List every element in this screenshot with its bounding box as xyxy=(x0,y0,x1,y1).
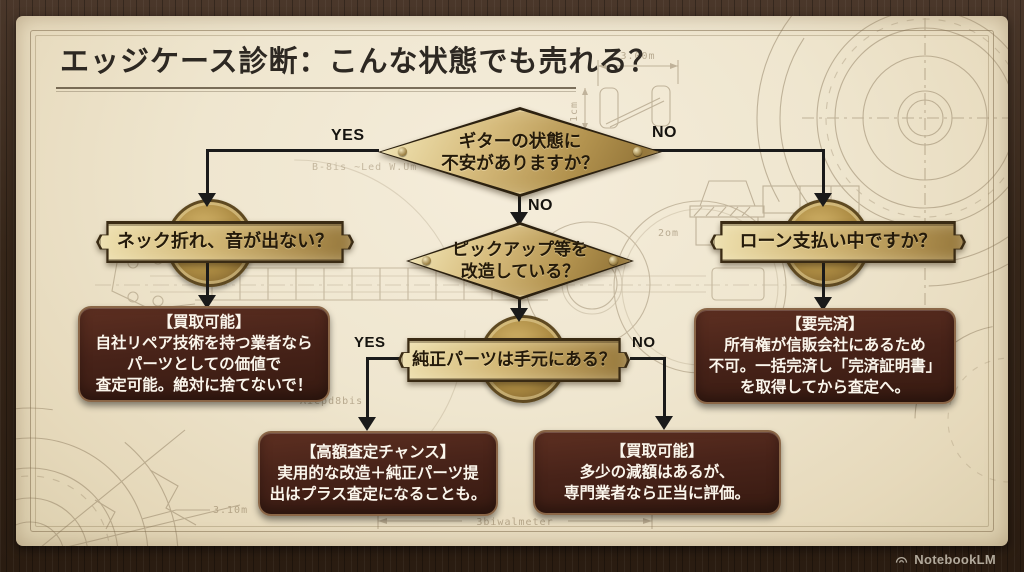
result-heading: 【要完済】 xyxy=(786,315,864,333)
arrowhead-to-loan xyxy=(814,193,832,207)
page-title: エッジケース診断：こんな状態でも売れる？ xyxy=(60,46,659,78)
result-line: 所有権が信販会社にあるため xyxy=(724,336,926,354)
arrowhead-to-mod-yes-result xyxy=(358,417,376,431)
question-neck-broken: ネック折れ、音が出ない？ xyxy=(96,221,354,263)
result-heading: 【高額査定チャンス】 xyxy=(300,443,456,461)
result-heading: 【買取可能】 xyxy=(610,442,704,460)
edge-mod-parts xyxy=(518,297,521,311)
edge-loan-result xyxy=(822,262,825,302)
result-line: 実用的な改造＋純正パーツ提 xyxy=(277,464,479,482)
leader-line xyxy=(141,509,210,520)
edge-condition-yes-h xyxy=(207,149,379,152)
edge-parts-no-v xyxy=(663,357,666,418)
arrowhead-to-parts xyxy=(510,308,528,322)
watermark-label: NotebookLM xyxy=(914,552,996,567)
edge-label-parts-yes: YES xyxy=(354,334,386,351)
decision-text: ピックアップ等を xyxy=(452,240,588,260)
edge-condition-down xyxy=(518,195,521,219)
scrawl-label: B-8is ~Led W.Um xyxy=(312,162,417,173)
notebooklm-logo-icon xyxy=(896,557,908,563)
edge-label-no: NO xyxy=(652,124,677,141)
gear-drawing-top-right xyxy=(756,16,1008,330)
dim-label-mid: 2om xyxy=(658,228,679,239)
result-neck-broken: 【買取可能】 自社リペア技術を持つ業者なら パーツとしての価値で 査定可能。絶対… xyxy=(78,306,330,402)
title-underline xyxy=(56,87,576,89)
rivet-icon xyxy=(609,256,618,265)
dimension-bottom: 3biwalmeter xyxy=(377,513,653,529)
edge-label-no-down: NO xyxy=(528,197,553,214)
watermark: NotebookLM xyxy=(894,552,996,567)
dim-label-gear: 3.10m xyxy=(213,505,248,516)
result-mod-with-parts: 【高額査定チャンス】 実用的な改造＋純正パーツ提 出はプラス査定になることも。 xyxy=(258,431,498,516)
result-line: 査定可能。絶対に捨てないで！ xyxy=(95,377,313,395)
arrowhead-to-neck-result xyxy=(198,295,216,309)
dim-label-top: 3.00m xyxy=(620,51,655,62)
result-line: 出はプラス査定になることも。 xyxy=(269,486,487,504)
result-line: 専門業者なら正当に評価。 xyxy=(563,485,750,503)
dim-label-bottom: 3biwalmeter xyxy=(476,517,553,528)
decision-text: 改造している？ xyxy=(460,262,580,281)
result-line: 多少の減額はあるが、 xyxy=(579,463,735,481)
arrowhead-to-loan-result xyxy=(814,297,832,311)
edge-parts-yes-h xyxy=(368,357,400,360)
edge-condition-no-v xyxy=(822,149,825,195)
dim-label-side: 1cm xyxy=(569,101,580,122)
edge-condition-no-h xyxy=(650,149,824,152)
arrowhead-to-mod xyxy=(510,212,528,226)
decision-text: 不安がありますか？ xyxy=(441,153,599,173)
edge-neck-result xyxy=(206,262,209,300)
part-label: Aicpd8bis xyxy=(300,396,363,407)
question-text: ローン支払い中ですか？ xyxy=(739,231,937,252)
gear-drawing-bottom-left xyxy=(16,407,241,546)
question-text: ネック折れ、音が出ない？ xyxy=(116,231,334,252)
title-underline-2 xyxy=(56,91,576,92)
rivet-icon xyxy=(633,147,642,156)
question-loan-paying: ローン支払い中ですか？ xyxy=(710,221,966,263)
edge-label-parts-no: NO xyxy=(632,334,656,351)
result-line: 不可。一括完済し「完済証明書」 xyxy=(708,358,942,375)
result-line: 自社リペア技術を持つ業者なら xyxy=(95,334,313,352)
result-heading: 【買取可能】 xyxy=(157,313,251,331)
decision-pickup-modified: ピックアップ等を 改造している？ xyxy=(406,222,634,300)
edge-label-yes: YES xyxy=(331,127,365,144)
rivet-icon xyxy=(398,147,407,156)
result-mod-without-parts: 【買取可能】 多少の減額はあるが、 専門業者なら正当に評価。 xyxy=(533,430,781,515)
edge-condition-yes-v xyxy=(206,149,209,195)
question-text: 純正パーツは手元にある？ xyxy=(412,350,616,370)
arrowhead-to-mod-no-result xyxy=(655,416,673,430)
arrowhead-to-neck xyxy=(198,193,216,207)
edge-parts-no-h xyxy=(630,357,666,360)
edge-parts-yes-v xyxy=(366,357,369,419)
rivet-icon xyxy=(422,256,431,265)
result-line: パーツとしての価値で xyxy=(126,356,282,373)
result-loan: 【要完済】 所有権が信販会社にあるため 不可。一括完済し「完済証明書」 を取得し… xyxy=(694,308,956,404)
decision-text: ギターの状態に xyxy=(458,130,582,151)
bracket-drawing-top: 3.00m 1cm xyxy=(569,51,679,130)
question-original-parts: 純正パーツは手元にある？ xyxy=(398,338,630,382)
decision-guitar-condition: ギターの状態に 不安がありますか？ xyxy=(378,107,662,197)
result-line: を取得してから査定へ。 xyxy=(739,379,911,397)
